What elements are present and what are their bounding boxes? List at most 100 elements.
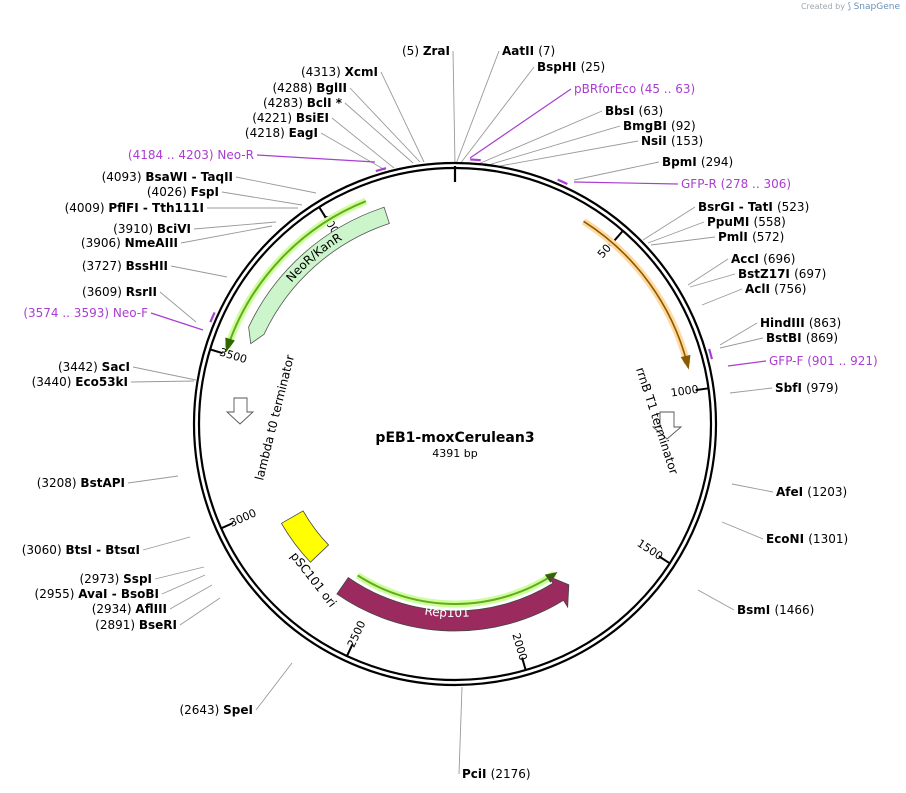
site-position: (2955)	[35, 587, 79, 601]
tick-label: 2500	[345, 619, 369, 650]
site-name: PflFI - Tth111I	[108, 201, 204, 215]
enzyme-site-label: BbsI (63)	[605, 104, 663, 118]
site-name: AvaI - BsoBI	[78, 587, 159, 601]
site-name: AflIII	[135, 602, 167, 616]
enzyme-site-label: BspHI (25)	[537, 60, 605, 74]
feature-rrnb-terminator: rrnB T1 terminator	[633, 366, 683, 476]
psc101-ori-box	[280, 510, 330, 563]
enzyme-site-label: BsmI (1466)	[737, 603, 814, 617]
enzyme-site-label: AatII (7)	[502, 44, 555, 58]
enzyme-site-label: AclI (756)	[745, 282, 806, 296]
enzyme-site-label: BsrGI - TatI (523)	[698, 200, 809, 214]
leader-line	[731, 483, 774, 493]
leader-line	[475, 110, 603, 166]
site-name: EagI	[289, 126, 318, 140]
tick-mark	[613, 230, 624, 242]
leader-line	[469, 88, 572, 159]
leader-line	[161, 574, 206, 595]
backbone-outer-circle	[192, 161, 718, 687]
leader-line	[573, 181, 679, 185]
site-name: BssHII	[126, 259, 168, 273]
leader-line	[256, 154, 376, 163]
enzyme-site-label: (3442) SacI	[58, 360, 130, 374]
site-position: (863)	[809, 316, 841, 330]
enzyme-site-label: (3609) RsrII	[82, 285, 157, 299]
enzyme-site-label: (4218) EagI	[245, 126, 318, 140]
enzyme-site-label: BpmI (294)	[662, 155, 733, 169]
site-name: AccI	[731, 252, 763, 266]
site-position: (3609)	[82, 285, 126, 299]
site-position: (63)	[639, 104, 664, 118]
enzyme-site-label: BstBI (869)	[766, 331, 838, 345]
leader-line	[380, 71, 425, 163]
enzyme-site-label: (4009) PflFI - Tth111I	[65, 201, 204, 215]
rep101-label: Rep101	[424, 604, 470, 620]
site-name: BbsI	[605, 104, 639, 118]
site-name: Eco53kI	[75, 375, 128, 389]
site-position: (4283)	[263, 96, 307, 110]
primer-site-label: (4184 .. 4203) Neo-R	[128, 148, 254, 162]
site-position: (3060)	[22, 543, 66, 557]
leader-line	[455, 50, 500, 165]
site-name: RsrII	[126, 285, 157, 299]
site-name: BmgBI	[623, 119, 671, 133]
primer-site-label: pBRforEco (45 .. 63)	[574, 82, 695, 96]
rrnb-terminator-arrow-icon	[651, 411, 683, 440]
site-position: (4313)	[301, 65, 345, 79]
site-name: NsiI	[641, 134, 671, 148]
primer-marks	[209, 158, 714, 360]
tick-mark	[521, 657, 527, 671]
site-position: (3442)	[58, 360, 102, 374]
site-position: (901 .. 921)	[807, 354, 877, 368]
leader-line	[689, 273, 736, 288]
leader-line	[159, 291, 197, 323]
enzyme-site-label: AccI (696)	[731, 252, 795, 266]
site-name: Neo-R	[217, 148, 254, 162]
site-name: BstBI	[766, 331, 806, 345]
leader-line	[179, 597, 221, 626]
tick-label: 2000	[509, 632, 529, 663]
site-name: SspI	[123, 572, 152, 586]
enzyme-site-label: (4288) BglII	[273, 81, 348, 95]
enzyme-site-label: (4313) XcmI	[301, 65, 378, 79]
primer-site-label: GFP-F (901 .. 921)	[769, 354, 878, 368]
enzyme-site-label: PpuMI (558)	[707, 215, 786, 229]
site-position: (3727)	[82, 259, 126, 273]
site-name: SbfI	[775, 381, 806, 395]
site-position: (4221)	[252, 111, 296, 125]
tick-mark	[346, 643, 354, 657]
leader-line	[127, 475, 179, 484]
enzyme-site-label: (2955) AvaI - BsoBI	[35, 587, 159, 601]
primer-mark	[708, 348, 714, 360]
enzyme-site-label: (3060) BtsI - BtsαI	[22, 543, 140, 557]
enzyme-site-label: EcoNI (1301)	[766, 532, 848, 546]
enzyme-site-label: (3440) Eco53kI	[32, 375, 128, 389]
site-position: (4009)	[65, 201, 109, 215]
leader-line	[729, 387, 773, 394]
site-name: AatII	[502, 44, 538, 58]
site-position: (2934)	[92, 602, 136, 616]
site-position: (1203)	[807, 485, 847, 499]
site-position: (2643)	[179, 703, 223, 717]
site-name: BpmI	[662, 155, 701, 169]
site-position: (1466)	[774, 603, 814, 617]
rep101-feature-arrow	[336, 575, 570, 632]
site-name: BsaWI - TaqII	[145, 170, 233, 184]
feature-rrnb-orf	[581, 218, 691, 370]
site-position: (979)	[806, 381, 838, 395]
site-position: (3574 .. 3593)	[23, 306, 113, 320]
site-position: (4288)	[273, 81, 317, 95]
enzyme-site-label: (4093) BsaWI - TaqII	[102, 170, 233, 184]
site-name: PciI	[462, 767, 491, 781]
leader-line	[452, 50, 456, 165]
site-position: (697)	[794, 267, 826, 281]
site-position: (7)	[538, 44, 555, 58]
leader-line	[650, 236, 716, 246]
primer-site-label: GFP-R (278 .. 306)	[681, 177, 791, 191]
site-name: BstZ17I	[738, 267, 794, 281]
enzyme-site-label: (3910) BciVI	[113, 222, 191, 236]
site-name: FspI	[191, 185, 219, 199]
neor-orf-arrow	[226, 200, 367, 348]
site-position: (696)	[763, 252, 795, 266]
leader-line	[193, 221, 277, 230]
